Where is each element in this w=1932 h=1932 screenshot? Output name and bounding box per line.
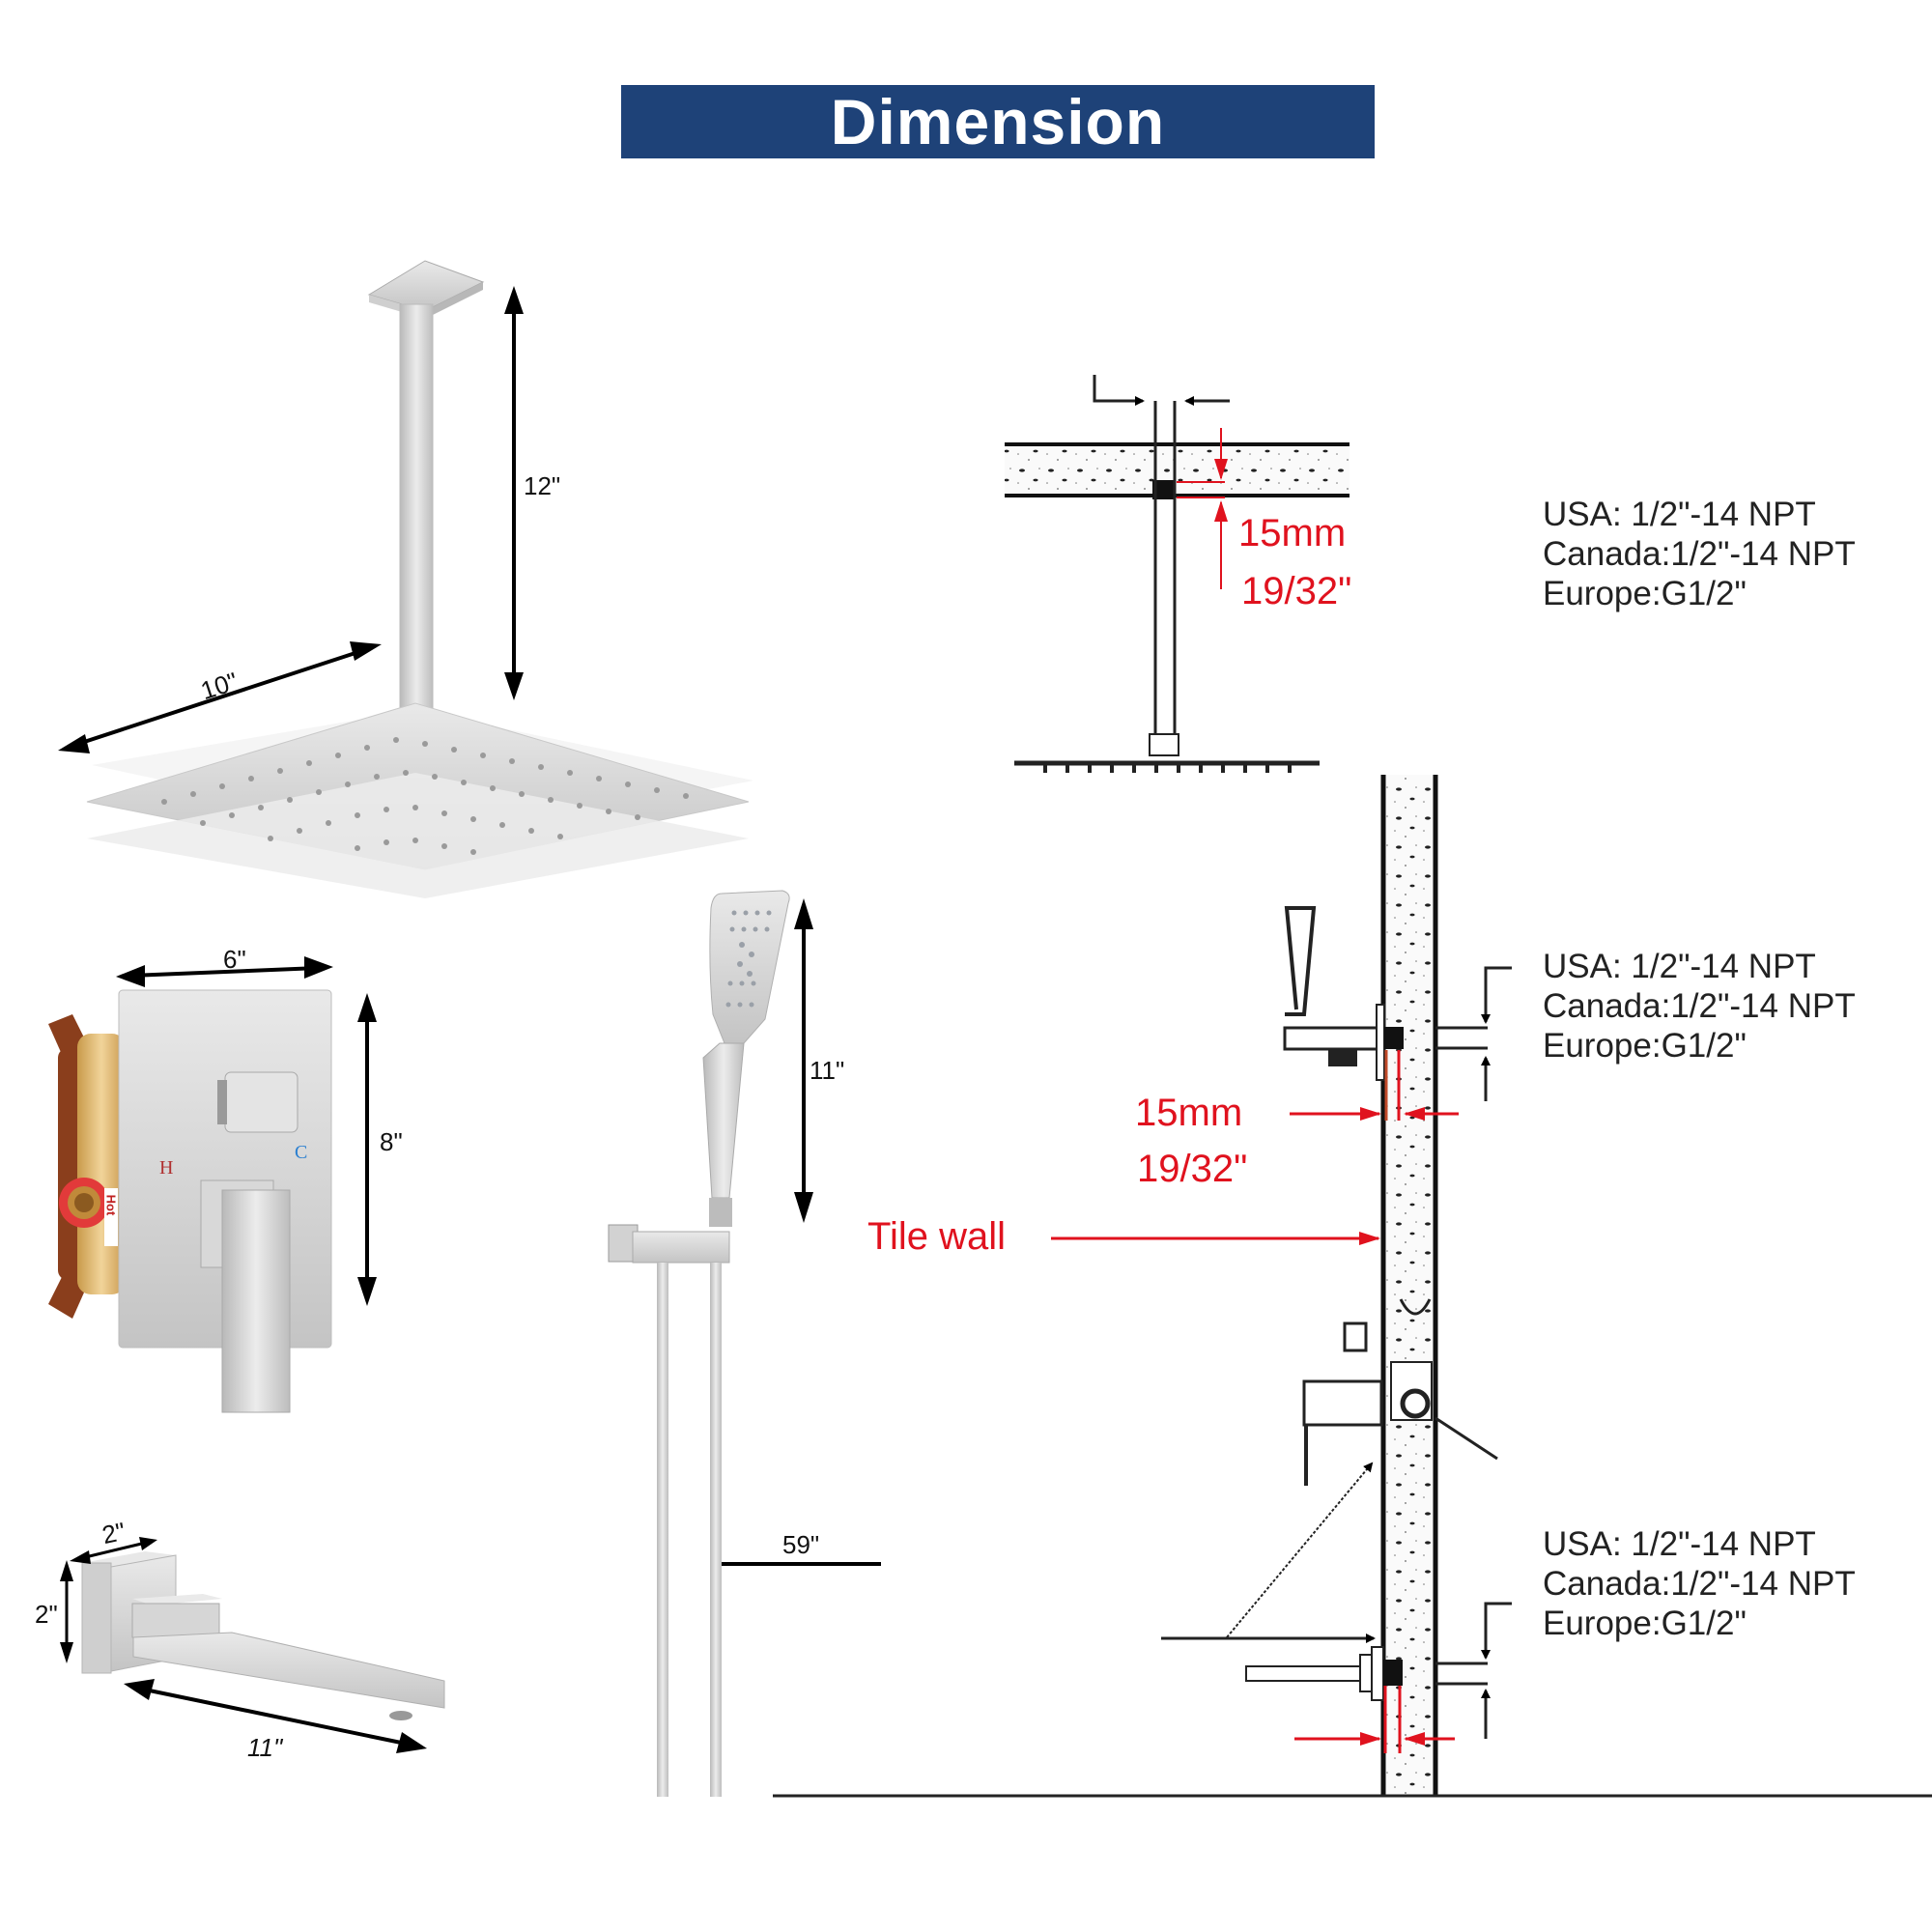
spec-usa: USA: 1/2"-14 NPT <box>1543 496 1816 533</box>
spec-usa: USA: 1/2"-14 NPT <box>1543 1525 1816 1563</box>
arm-height-label: 12" <box>524 471 561 500</box>
ceiling-depth-mm: 15mm <box>1238 512 1347 554</box>
ceiling-depth-in: 19/32" <box>1241 570 1352 612</box>
spec-europe: Europe:G1/2" <box>1543 575 1747 612</box>
spout-outlet-thread-spec: USA: 1/2"-14 NPT Canada:1/2"-14 NPT Euro… <box>1543 1524 1856 1643</box>
wall-outlet-thread-spec: USA: 1/2"-14 NPT Canada:1/2"-14 NPT Euro… <box>1543 947 1856 1065</box>
rain-shower-head-image <box>58 260 753 898</box>
valve-width-label: 6" <box>223 945 246 974</box>
wall-outlet-depth-mm: 15mm <box>1135 1092 1243 1134</box>
spec-canada: Canada:1/2"-14 NPT <box>1543 535 1856 573</box>
wall-section-diagram <box>773 775 1932 1798</box>
hose-length-label: 59" <box>782 1530 820 1559</box>
spout-height-label: 2" <box>35 1600 58 1629</box>
tub-spout-image <box>60 1537 445 1753</box>
cold-indicator: C <box>295 1142 308 1163</box>
ceiling-section-diagram <box>1005 375 1350 773</box>
hot-indicator: H <box>159 1157 174 1179</box>
spec-europe: Europe:G1/2" <box>1543 1027 1747 1065</box>
spec-canada: Canada:1/2"-14 NPT <box>1543 1565 1856 1603</box>
ceiling-thread-spec: USA: 1/2"-14 NPT Canada:1/2"-14 NPT Euro… <box>1543 495 1856 613</box>
page-title: Dimension <box>830 86 1166 157</box>
spec-europe: Europe:G1/2" <box>1543 1605 1747 1642</box>
hot-inlet-label: Hot <box>103 1194 119 1216</box>
valve-image <box>48 956 377 1413</box>
wall-outlet-depth-in: 19/32" <box>1137 1148 1248 1190</box>
title-banner: Dimension <box>621 85 1375 158</box>
spec-canada: Canada:1/2"-14 NPT <box>1543 987 1856 1025</box>
valve-height-label: 8" <box>380 1127 403 1156</box>
head-width-arrow <box>71 647 368 748</box>
spout-length-label: 11" <box>247 1733 283 1762</box>
handheld-height-label: 11" <box>810 1056 845 1085</box>
tile-wall-label: Tile wall <box>867 1215 1006 1258</box>
spec-usa: USA: 1/2"-14 NPT <box>1543 948 1816 985</box>
handheld-shower-image <box>608 890 881 1797</box>
